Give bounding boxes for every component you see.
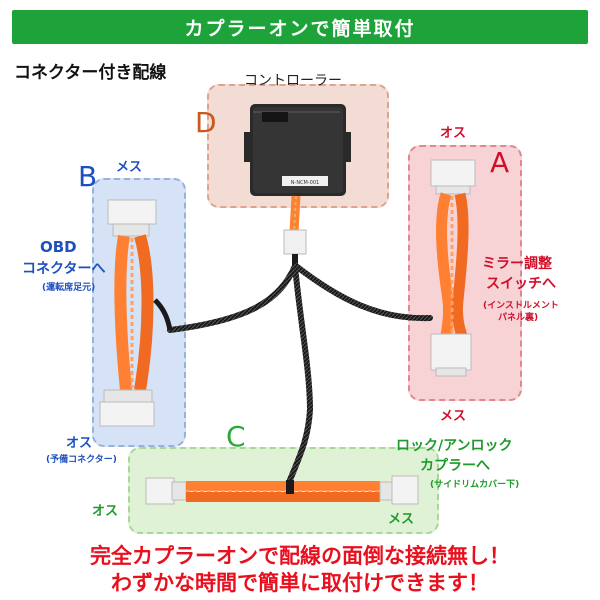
footer-line2: わずかな時間で簡単に取付けできます！ xyxy=(111,570,489,595)
section-a-note-line2: パネル裏) xyxy=(498,313,539,323)
section-b-target-line1: OBD xyxy=(40,238,77,256)
controller-name: コントローラー xyxy=(244,73,342,89)
harness-c xyxy=(145,475,419,505)
section-c-note: (サイドリムカバー下) xyxy=(430,480,520,490)
controller-unit: N-NCM-001 xyxy=(244,104,351,196)
section-c-target-line2: カプラーへ xyxy=(420,458,490,474)
section-b-top-gender: メス xyxy=(116,160,143,175)
section-b-bottom-note: (予備コネクター) xyxy=(46,455,117,465)
section-c-target-line1: ロック/アンロック xyxy=(396,438,513,454)
section-c-letter: C xyxy=(226,420,246,453)
banner-title: カプラーオンで簡単取付 xyxy=(184,17,416,40)
title-banner: カプラーオンで簡単取付 xyxy=(12,10,588,44)
section-b-note: (運転席足元) xyxy=(42,283,96,293)
section-a-target-line1: ミラー調整 xyxy=(482,256,552,272)
section-b-letter: B xyxy=(78,160,98,193)
section-b-target-line2: コネクターへ xyxy=(22,261,106,277)
section-b-bottom-gender: オス xyxy=(66,436,93,451)
section-d-letter: D xyxy=(195,106,217,139)
controller-lead-wires xyxy=(283,195,307,268)
section-c-right-gender: メス xyxy=(388,512,415,527)
harness-a xyxy=(430,159,476,377)
section-a-letter: A xyxy=(490,146,510,179)
trunk-cables xyxy=(167,263,433,483)
harness-b xyxy=(99,199,173,427)
section-a-note-line1: (インストルメント xyxy=(483,301,559,311)
section-a-target-line2: スイッチへ xyxy=(486,276,556,292)
controller-label: N-NCM-001 xyxy=(291,180,319,186)
section-a-bottom-gender: メス xyxy=(440,409,467,424)
section-a-top-gender: オス xyxy=(440,126,467,141)
footer-line1: 完全カプラーオンで配線の面倒な接続無し！ xyxy=(90,543,510,568)
subtitle: コネクター付き配線 xyxy=(14,63,167,83)
section-c-left-gender: オス xyxy=(92,504,119,519)
